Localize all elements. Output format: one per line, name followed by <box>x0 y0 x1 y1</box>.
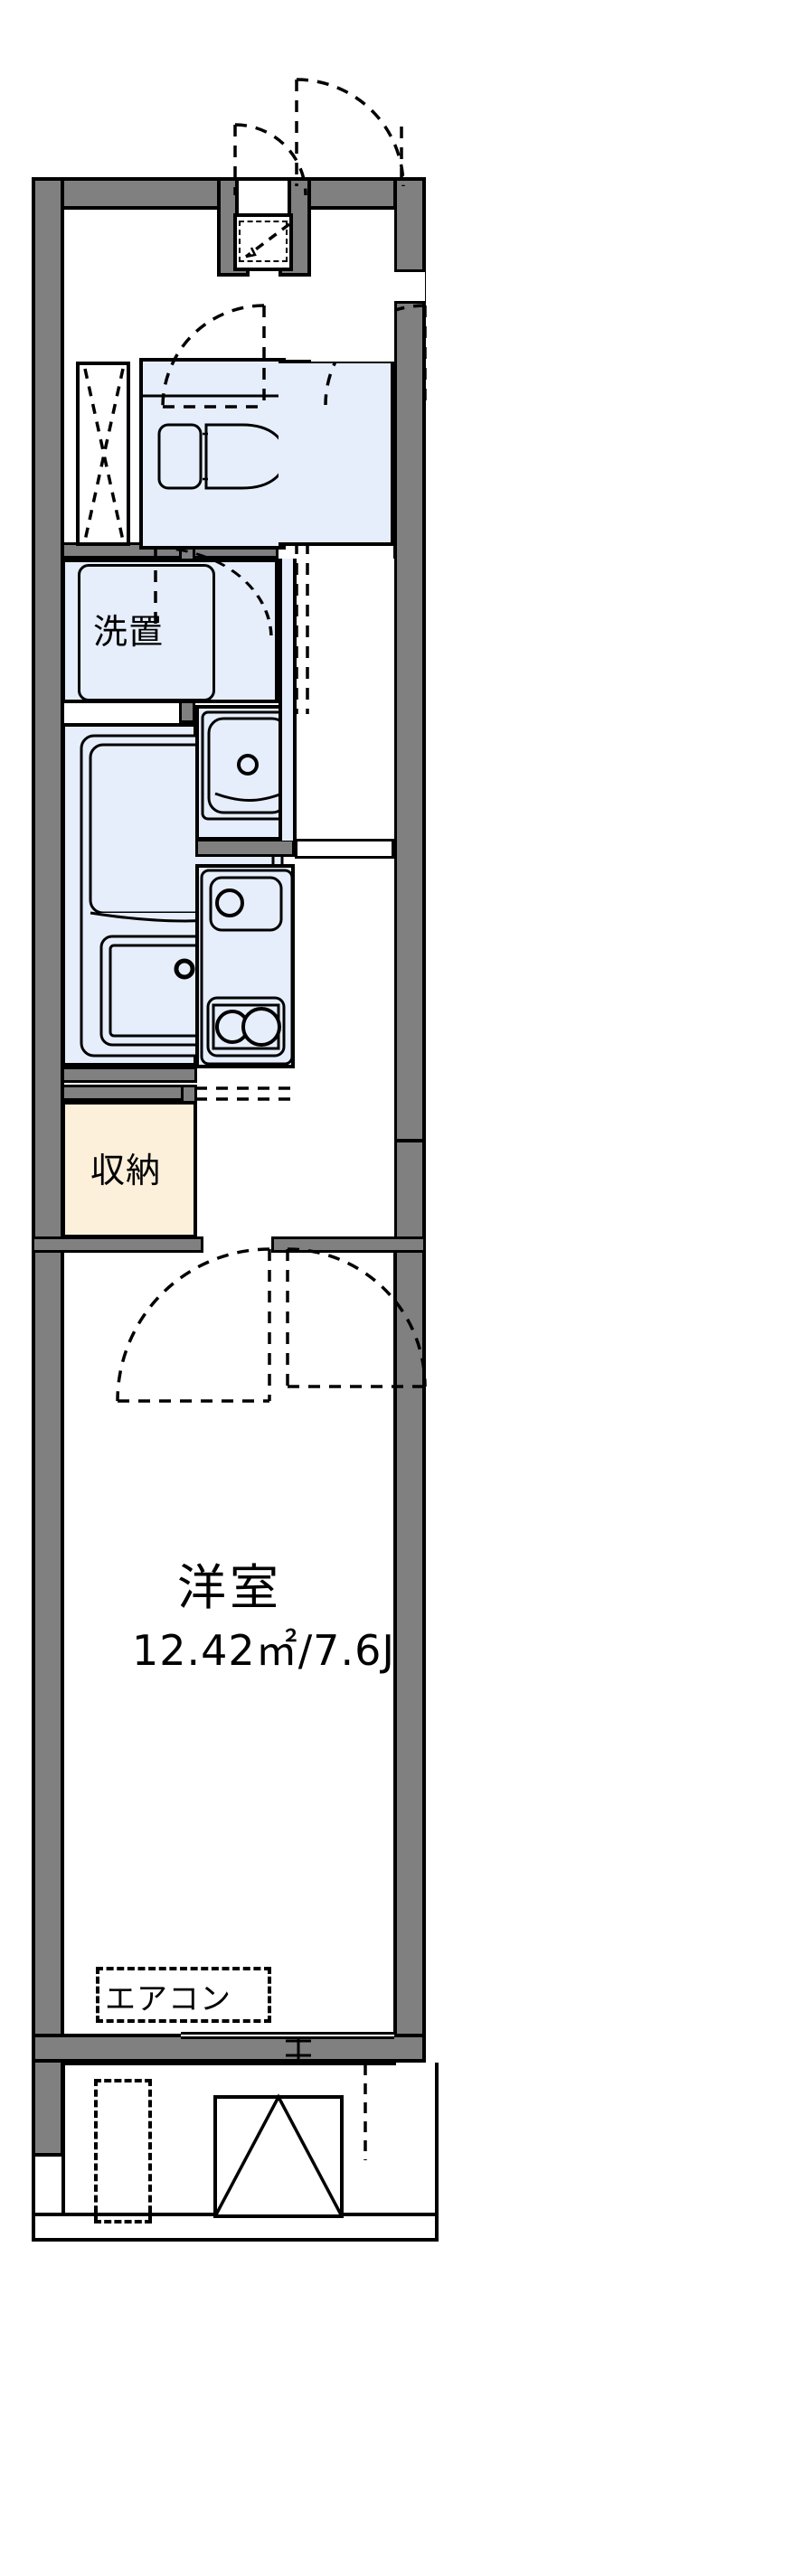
kitchen-icon <box>200 869 294 1066</box>
main-room-area: 12.42㎡/7.6J <box>132 1626 395 1675</box>
hall-separator-band <box>311 296 394 362</box>
hall-door-swing <box>324 304 427 406</box>
corridor-floor <box>295 559 394 1236</box>
hall-floor-mid <box>279 559 297 841</box>
main-room-door-swing-right <box>286 1247 427 1388</box>
balcony-storage-box <box>94 2079 152 2223</box>
closet-floor <box>61 1101 197 1238</box>
partition-storage-top <box>61 1085 197 1101</box>
main-room-floor <box>64 1253 393 2034</box>
closet-label: 収納 <box>90 1151 162 1190</box>
balcony-right-edge <box>435 2063 439 2242</box>
washer-pan <box>78 564 215 701</box>
balcony-sill <box>181 2032 394 2039</box>
toilet-door-swing <box>161 304 266 409</box>
bathroom-window-icon <box>83 368 125 541</box>
entrance-hall <box>311 210 394 296</box>
exterior-right-dashed <box>400 127 403 184</box>
right-window-notch-upper <box>394 269 425 304</box>
kitchen-counter-white <box>295 839 394 859</box>
balcony-outer-edge-bottom2 <box>32 2238 439 2242</box>
washroom-door-swing <box>154 546 273 639</box>
toilet-icon <box>139 358 288 550</box>
hall-floor <box>279 360 394 546</box>
aircon-box <box>96 1967 271 2023</box>
genkan-step-dashed <box>239 221 288 262</box>
main-room-label: 洋室 <box>177 1559 282 1616</box>
exterior-wall-right-upper <box>393 177 426 1162</box>
balcony-door-dashed <box>364 2064 367 2160</box>
balcony-left-edge <box>32 2157 35 2242</box>
aircon-label: エアコン <box>105 1981 231 2017</box>
closet-door-dashed <box>195 1086 297 1101</box>
genkan-arrow-icon <box>244 222 291 259</box>
front-door-swing <box>295 78 405 187</box>
balcony-outer-edge-top <box>61 2063 396 2065</box>
balcony-railing-icon <box>213 2093 344 2218</box>
partition-room-top-right <box>271 1236 426 1253</box>
exterior-wall-left <box>32 177 64 2157</box>
laundry-label: 洗置 <box>93 612 165 652</box>
main-room-door-swing-left <box>116 1247 271 1403</box>
kitchen-dashed-divider <box>295 542 309 714</box>
bathroom-window-frame <box>76 362 130 546</box>
washbasin-counter-band <box>195 839 295 857</box>
front-door-opening <box>235 181 291 219</box>
partition-bath-bottom <box>61 1067 197 1083</box>
genkan-inner-door-swing <box>233 123 307 196</box>
